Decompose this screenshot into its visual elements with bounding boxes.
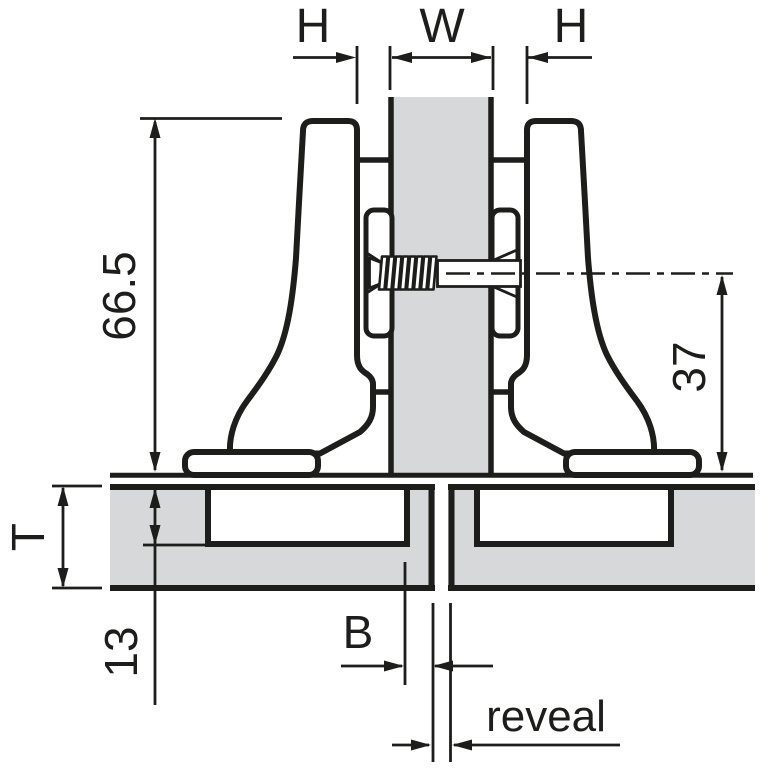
screw-threads bbox=[377, 255, 438, 291]
arrow-h-right bbox=[528, 52, 548, 63]
left-door-panel bbox=[110, 484, 435, 591]
arrow-13-up bbox=[149, 488, 161, 508]
left-cup-recess bbox=[205, 484, 410, 547]
dim-ticks-top bbox=[355, 46, 529, 104]
arrow-h-left bbox=[336, 52, 356, 63]
arrow-13-down bbox=[149, 525, 161, 545]
arrow-b-right bbox=[433, 660, 453, 672]
arrow-t-bottom bbox=[57, 568, 69, 588]
label-reveal: reveal bbox=[486, 692, 606, 741]
label-66-5: 66.5 bbox=[93, 251, 145, 341]
label-t: T bbox=[2, 523, 54, 551]
arrow-t-top bbox=[57, 486, 69, 506]
left-cup-flange bbox=[182, 449, 321, 478]
arrow-66-5-top bbox=[149, 118, 161, 138]
right-countersink bbox=[493, 248, 519, 299]
arrow-b-left bbox=[384, 660, 404, 672]
right-door-panel bbox=[448, 484, 755, 591]
dim-ticks-t bbox=[52, 484, 102, 590]
mounting-plate-wings bbox=[357, 157, 527, 395]
arrow-w-right bbox=[471, 52, 491, 63]
arrow-66-5-bottom bbox=[149, 452, 161, 472]
arrow-w-left bbox=[392, 52, 412, 63]
label-b: B bbox=[343, 606, 374, 658]
label-13: 13 bbox=[95, 626, 147, 677]
dimension-arrowheads bbox=[57, 52, 728, 751]
label-h-left: H bbox=[296, 0, 331, 53]
arrow-37-bottom bbox=[716, 452, 728, 472]
right-cup-recess bbox=[474, 484, 674, 547]
arrow-37-top bbox=[716, 275, 728, 295]
label-37: 37 bbox=[663, 341, 715, 392]
label-h-right: H bbox=[554, 0, 589, 53]
right-cup-flange bbox=[563, 449, 702, 478]
left-hinge-arm bbox=[226, 118, 376, 457]
arrow-reveal-right bbox=[452, 739, 472, 751]
right-hinge-arm bbox=[508, 118, 658, 457]
arrow-reveal-left bbox=[411, 739, 431, 751]
label-w: W bbox=[419, 0, 465, 53]
ext-lines-reveal bbox=[431, 603, 452, 762]
